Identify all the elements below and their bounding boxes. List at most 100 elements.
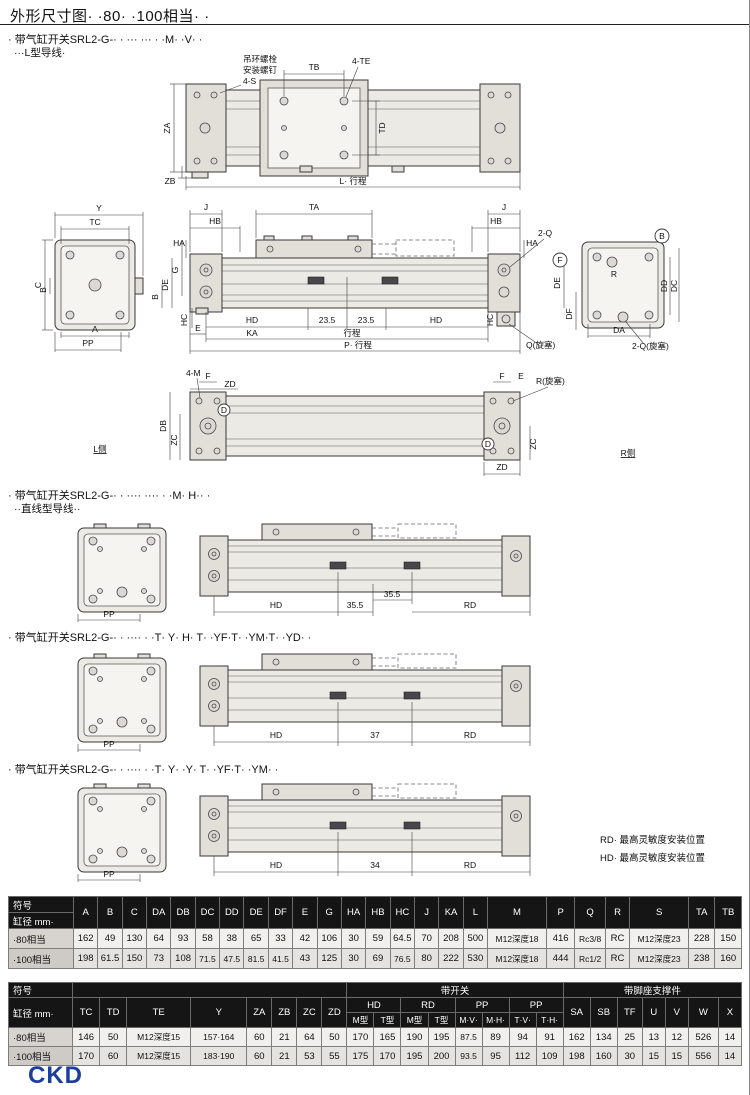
cell: 21 (271, 1027, 298, 1047)
col-header: DA (146, 896, 172, 929)
dim-label-2q: 2-Q (538, 228, 553, 238)
cell: 150 (714, 928, 742, 949)
cell: 228 (688, 928, 716, 949)
stroke-end-phantom-outline (397, 783, 457, 799)
section1-subheading: ···L型导线· (14, 47, 66, 59)
dim-label-dd: DD (659, 280, 669, 292)
col-header: Y (190, 997, 248, 1028)
dim-label-r-plug: R(旋塞) (536, 376, 565, 386)
note-rd-position: RD· 最高灵敏度安装位置 (600, 834, 705, 846)
cell: 65 (243, 928, 269, 949)
col-header: DF (267, 896, 294, 929)
cell: 12 (664, 1027, 689, 1047)
dim-label-235b: 23.5 (358, 315, 375, 325)
cell: 198 (72, 948, 99, 969)
cell: 112 (508, 1046, 537, 1066)
section1-heading: · 带气缸开关SRL2-G-· · ··· ··· · ·M· ·V· · (8, 34, 203, 46)
dim-label-hc-left: HC (179, 314, 189, 326)
cell: 30 (340, 928, 367, 949)
cell: 162 (562, 1027, 591, 1047)
col-header: W (687, 997, 719, 1028)
col-header: M (487, 896, 547, 929)
dim-label-zc-left: ZC (169, 434, 179, 445)
dim-label-df: DF (564, 308, 574, 319)
dim-label-ha-left: HA (173, 238, 185, 248)
sub-header: T型 (373, 1012, 402, 1028)
t2-group-foot: 带脚座支撑件 (562, 982, 743, 998)
cell: 55 (321, 1046, 348, 1066)
cell: M12深度23 (629, 928, 690, 949)
dim-label-j-right: J (502, 202, 506, 212)
cell: 130 (121, 928, 148, 949)
svg-text:D: D (485, 439, 491, 449)
sub-header: T型 (427, 1012, 456, 1028)
cell: 13 (641, 1027, 666, 1047)
cell: 33 (267, 928, 294, 949)
col-header: TC (72, 997, 101, 1028)
note-hd-position: HD· 最高灵敏度安装位置 (600, 852, 705, 864)
drawing-variant-straight-lead: PP HD 35.5 35.5 RD (77, 523, 531, 622)
dim-label-4s: 4-S (243, 76, 257, 86)
side-view: HD 34 RD (199, 783, 531, 876)
cell: Rc1/2 (574, 948, 606, 969)
dim-label-4te: 4-TE (352, 56, 371, 66)
cell: 73 (146, 948, 172, 969)
svg-text:B: B (659, 231, 665, 241)
col-header: ZA (246, 997, 273, 1028)
cell: 25 (616, 1027, 643, 1047)
dim-label-pp: PP (103, 609, 115, 619)
side-view-dimensions: J HB TA J HB HA HA 2-Q G DE B HC E (150, 202, 577, 354)
dim-label-34: 34 (370, 860, 380, 870)
cell: 195 (400, 1046, 429, 1066)
cell: 87.5 (454, 1027, 483, 1047)
cell: 15 (664, 1046, 689, 1066)
dim-label-de-left: DE (160, 279, 170, 291)
left-end-view: Y TC C B A PP (33, 203, 144, 352)
cell: 93.5 (454, 1046, 483, 1066)
dim-label-db: DB (158, 420, 168, 432)
col-header: TA (688, 896, 716, 929)
col-header: S (629, 896, 690, 929)
dim-label-hd-left: HD (246, 315, 258, 325)
t1-corner-symbol: 符号 (8, 896, 74, 913)
cell: Rc3/8 (574, 928, 606, 949)
dim-label-rd: RD (464, 730, 476, 740)
col-header: SB (589, 997, 618, 1028)
cell: 530 (462, 948, 489, 969)
col-header: ZD (321, 997, 348, 1028)
page-title: 外形尺寸图· ·80· ·100相当· · (10, 8, 210, 25)
cell: 91 (535, 1027, 564, 1047)
left-side-label: L侧 (93, 444, 106, 454)
cell: 170 (373, 1046, 402, 1066)
cell: 134 (589, 1027, 618, 1047)
cell: 15 (641, 1046, 666, 1066)
sub-header: M型 (346, 1012, 375, 1028)
col-header: TF (616, 997, 643, 1028)
cell: 30 (340, 948, 367, 969)
cell: M12深度23 (629, 948, 690, 969)
section2-heading: · 带气缸开关SRL2-G-· · ···· ···· · ·M· H·· · (8, 490, 211, 502)
dim-label-c: C (33, 282, 43, 288)
cell: 80 (413, 948, 440, 969)
cell: 170 (346, 1027, 375, 1047)
dim-label-stroke: 行程 (343, 328, 361, 338)
sub-header: M·H· (481, 1012, 510, 1028)
dim-label-zd-bottom: ZD (496, 462, 507, 472)
stroke-end-phantom-outline (395, 239, 455, 257)
cell: 59 (365, 928, 391, 949)
end-view: PP (77, 783, 167, 882)
dim-label-hc-right: HC (485, 314, 495, 326)
stroke-end-phantom-outline (397, 523, 457, 539)
dim-label-pp: PP (82, 338, 94, 348)
dim-label-td: TD (377, 122, 387, 133)
col-header: TD (99, 997, 128, 1028)
dim-label-hb-right: HB (490, 216, 502, 226)
cell: 70 (413, 928, 440, 949)
dim-label-f-right: F (499, 371, 504, 381)
cell: 183·190 (190, 1046, 248, 1066)
